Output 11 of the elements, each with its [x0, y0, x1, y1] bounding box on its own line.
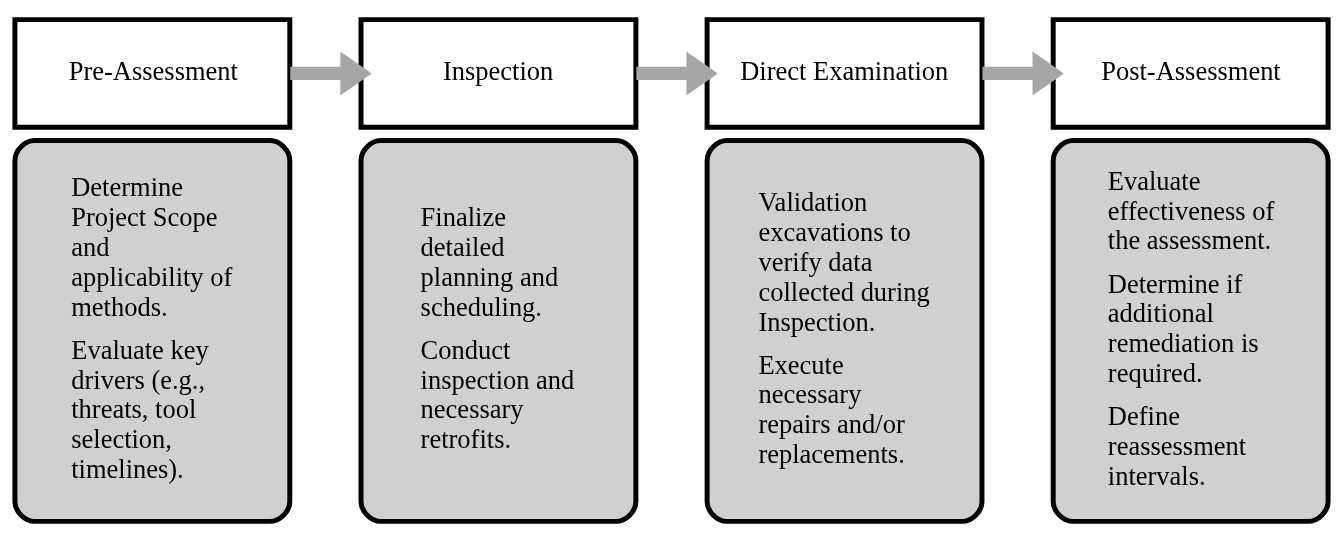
- node-box: Validation excavations to verify data collected during Inspection. Execute necessary repairs and/or replacements.: [704, 137, 985, 524]
- node-box: Inspection: [358, 16, 639, 130]
- node-box: Direct Examination: [704, 16, 985, 130]
- node-box: Evaluate effectiveness of the assessment. Determine if additional remediation is required. Define reassessment intervals.: [1050, 137, 1331, 524]
- node-box: Pre-Assessment: [12, 16, 293, 130]
- node-box: Post-Assessment: [1050, 16, 1331, 130]
- node-box: Determine Project Scope and applicability of methods. Evaluate key drivers (e.g., threats, tool selection, timelines).: [12, 137, 293, 524]
- arrow: [636, 50, 718, 95]
- arrow: [290, 50, 372, 95]
- node-box: Finalize detailed planning and scheduling. Conduct inspection and necessary retrofits.: [358, 137, 639, 524]
- arrow: [982, 50, 1064, 95]
